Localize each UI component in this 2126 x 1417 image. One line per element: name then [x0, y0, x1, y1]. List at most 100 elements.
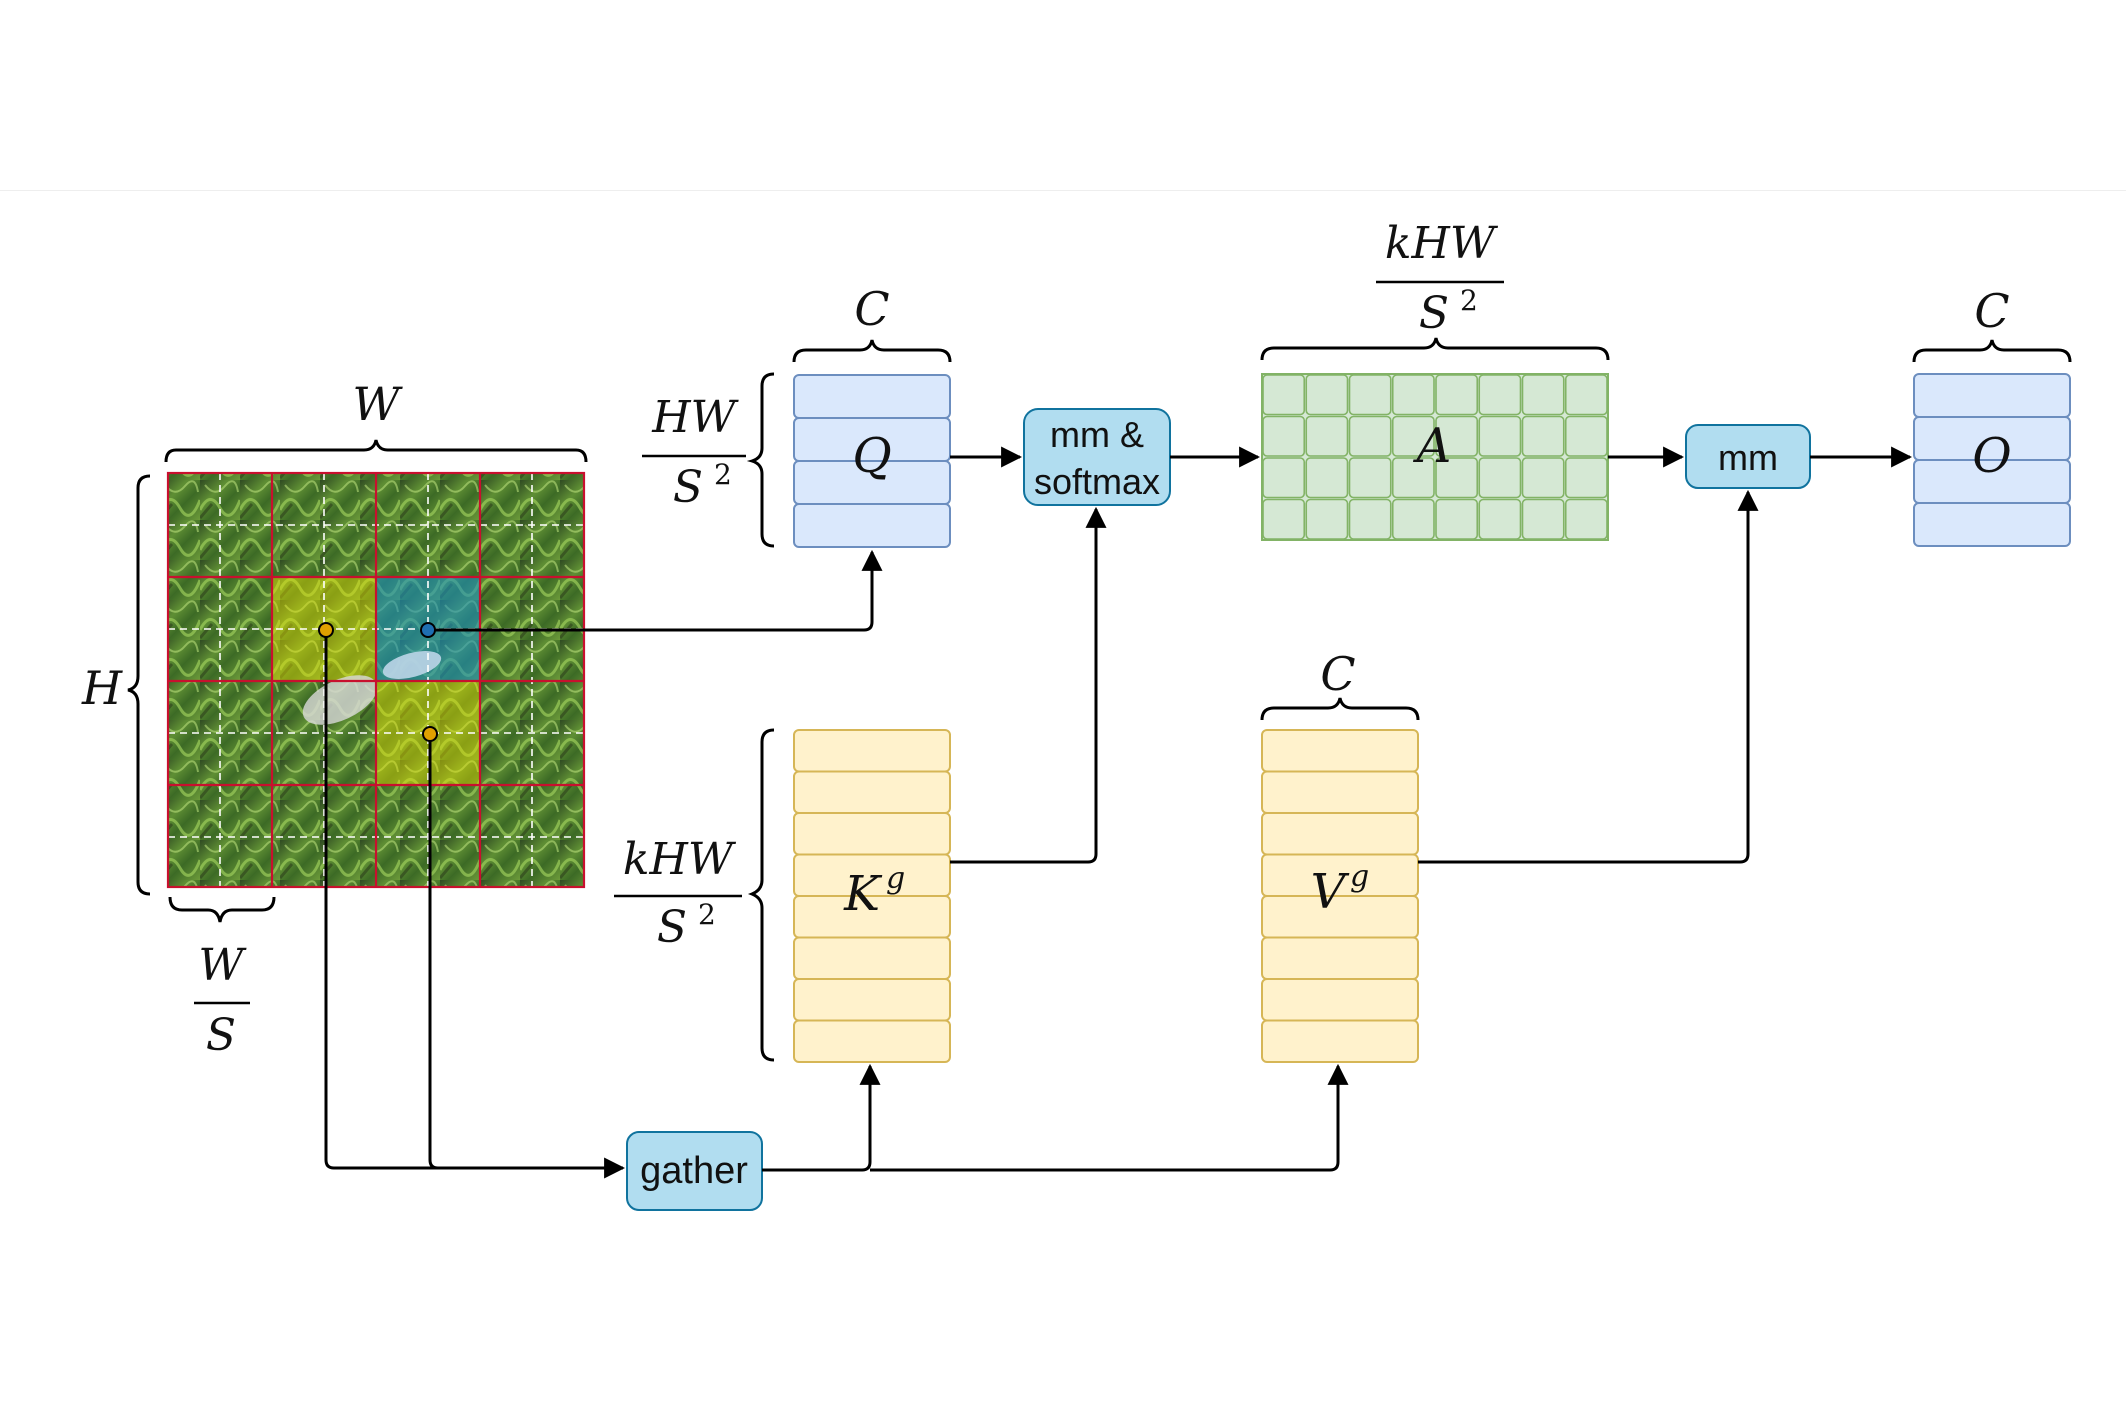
- routed-token-dot-1: [318, 622, 334, 638]
- attention-cell: [1521, 498, 1565, 540]
- arrow-gather-to-k: [762, 1063, 881, 1172]
- value-width-brace: [1260, 697, 1420, 721]
- image-height-label: H: [81, 661, 123, 715]
- output-width-label: C: [1974, 284, 2009, 338]
- query-width-label: C: [854, 282, 889, 336]
- output-matrix: [1913, 373, 2071, 547]
- image-height-brace: [127, 474, 151, 896]
- output-symbol: O: [1972, 428, 2011, 484]
- attention-cell: [1305, 457, 1349, 499]
- attention-cell: [1348, 457, 1392, 499]
- butterfly-wing-2: [382, 651, 442, 679]
- value-width-label: C: [1320, 647, 1355, 701]
- output-width-brace: [1912, 339, 2072, 363]
- image-width-label: W: [352, 377, 403, 431]
- attention-cell: [1262, 498, 1306, 540]
- attention-cell: [1564, 498, 1608, 540]
- attention-cell: [1348, 415, 1392, 457]
- arrow-k-to-mmsoftmax: [950, 506, 1107, 864]
- key-row: [793, 1019, 951, 1063]
- key-row: [793, 936, 951, 980]
- query-height-numerator: HW: [651, 392, 739, 443]
- value-row: [1261, 1019, 1419, 1063]
- value-row: [1261, 729, 1419, 773]
- key-superscript: g: [886, 861, 905, 896]
- key-symbol: K: [843, 866, 883, 922]
- attention-cell: [1564, 457, 1608, 499]
- query-height-brace: [746, 372, 775, 548]
- query-token-dot: [420, 622, 436, 638]
- query-symbol: Q: [852, 428, 891, 484]
- mm-label: mm: [1718, 437, 1778, 478]
- key-row: [793, 978, 951, 1022]
- attention-width-numerator: kHW: [1385, 218, 1499, 269]
- value-row: [1261, 812, 1419, 856]
- value-row: [1261, 978, 1419, 1022]
- value-row: [1261, 770, 1419, 814]
- attention-cell: [1521, 374, 1565, 416]
- attention-symbol: A: [1413, 418, 1452, 474]
- connectors: [324, 446, 1913, 1179]
- attention-cell: [1262, 415, 1306, 457]
- key-row: [793, 729, 951, 773]
- attention-cell: [1305, 415, 1349, 457]
- attention-cell: [1478, 415, 1522, 457]
- value-symbol: V: [1311, 864, 1350, 920]
- attention-cell: [1435, 415, 1479, 457]
- attention-cell: [1521, 457, 1565, 499]
- line-region2-to-gather: [428, 734, 439, 1170]
- attention-cell: [1435, 374, 1479, 416]
- attention-cell: [1391, 457, 1435, 499]
- value-row: [1261, 936, 1419, 980]
- mm-softmax-label-line1: mm &: [1050, 414, 1144, 455]
- attention-cell: [1305, 498, 1349, 540]
- attention-cell: [1348, 498, 1392, 540]
- attention-cell: [1521, 415, 1565, 457]
- attention-matrix: [1261, 373, 1609, 541]
- key-height-exponent: 2: [698, 898, 716, 931]
- arrow-gather-to-v: [870, 1063, 1349, 1172]
- header-band: [0, 0, 2126, 191]
- query-matrix: [793, 374, 951, 548]
- key-row: [793, 770, 951, 814]
- query-height-denominator: S: [673, 462, 703, 513]
- attention-cell: [1262, 457, 1306, 499]
- attention-width-brace: [1260, 337, 1610, 361]
- key-row: [793, 812, 951, 856]
- attention-width-exponent: 2: [1460, 284, 1478, 317]
- attention-cell: [1435, 498, 1479, 540]
- query-height-exponent: 2: [714, 458, 732, 491]
- attention-cell: [1564, 415, 1608, 457]
- attention-cell: [1391, 415, 1435, 457]
- region-width-brace: [168, 896, 276, 923]
- attention-cell: [1348, 374, 1392, 416]
- attention-cell: [1391, 374, 1435, 416]
- attention-cell: [1478, 374, 1522, 416]
- butterfly-wing: [302, 675, 378, 725]
- attention-cell: [1564, 374, 1608, 416]
- routed-token-dot-2: [422, 726, 438, 742]
- value-matrix: [1261, 729, 1419, 1063]
- region-width-numerator: W: [198, 940, 247, 991]
- attention-cell: [1305, 374, 1349, 416]
- key-height-brace: [747, 728, 775, 1062]
- region-width-denominator: S: [206, 1010, 236, 1061]
- attention-cell: [1478, 498, 1522, 540]
- attention-width-denominator: S: [1419, 288, 1449, 339]
- attention-cell: [1391, 498, 1435, 540]
- mm-softmax-label-line2: softmax: [1034, 461, 1160, 502]
- key-height-numerator: kHW: [623, 834, 737, 885]
- value-superscript: g: [1350, 859, 1369, 894]
- key-matrix: [793, 729, 951, 1063]
- query-width-brace: [792, 339, 952, 363]
- arrow-v-to-mm: [1418, 489, 1759, 864]
- key-height-denominator: S: [657, 902, 687, 953]
- image-width-brace: [164, 439, 588, 463]
- arrow-query-token-to-q: [428, 549, 883, 632]
- attention-cell: [1478, 457, 1522, 499]
- attention-cell: [1435, 457, 1479, 499]
- attention-cell: [1262, 374, 1306, 416]
- input-feature-map: [166, 471, 586, 889]
- gather-label: gather: [640, 1150, 748, 1192]
